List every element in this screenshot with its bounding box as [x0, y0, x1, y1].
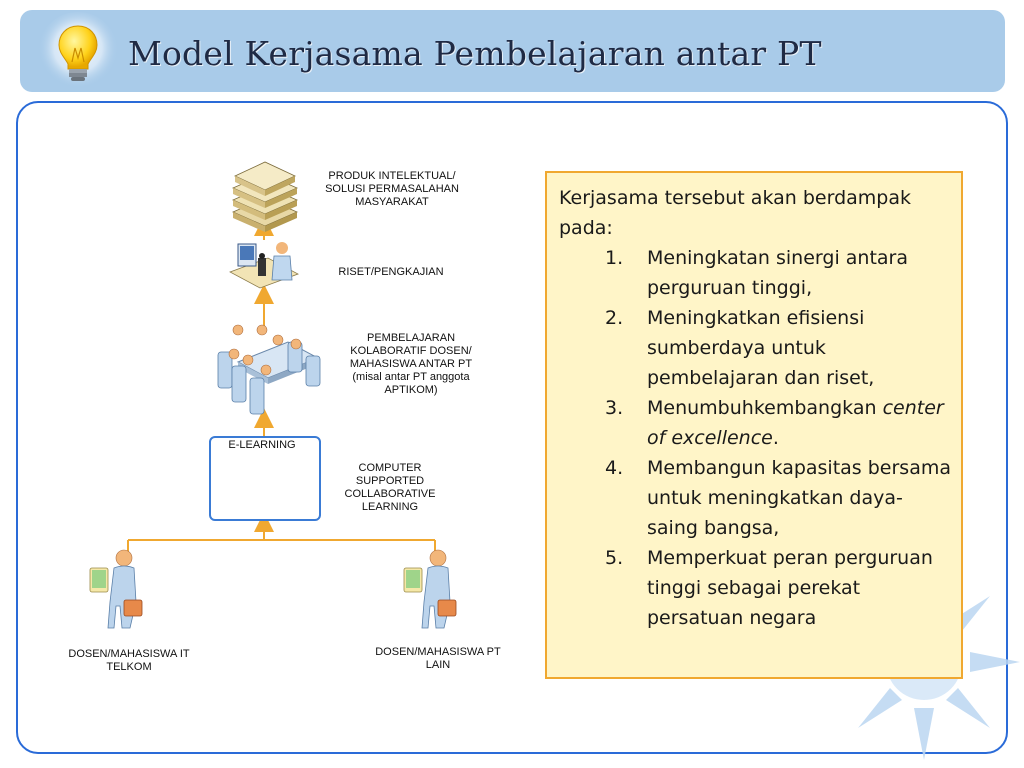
- list-item: 5.Memperkuat peran perguruan tinggi seba…: [605, 547, 933, 629]
- impact-list: 1.Meningkatan sinergi antara perguruan t…: [559, 243, 951, 633]
- meeting-table-icon: [217, 324, 321, 415]
- lightbulb-icon: [38, 12, 118, 92]
- label-elearning: E-LEARNING: [228, 439, 296, 451]
- title-bar: [20, 10, 1005, 92]
- label-pembelajaran: PEMBELAJARAN KOLABORATIF DOSEN/ MAHASISW…: [349, 332, 473, 396]
- researcher-microscope-icon: [229, 242, 299, 289]
- list-item: 3.Menumbuhkembangkan center of excellenc…: [605, 397, 944, 449]
- label-dosen-lain: DOSEN/MAHASISWA PT LAIN: [375, 646, 501, 671]
- person-briefcase-icon: [89, 549, 143, 629]
- list-item: 2.Meningkatkan efisiensi sumberdaya untu…: [605, 307, 875, 389]
- label-produk: PRODUK INTELEKTUAL/ SOLUSI PERMASALAHAN …: [325, 170, 459, 208]
- impact-intro: Kerjasama tersebut akan berdampak pada:: [559, 187, 911, 239]
- label-cscl: COMPUTER SUPPORTED COLLABORATIVE LEARNIN…: [344, 462, 436, 513]
- page-title: Model Kerjasama Pembelajaran antar PT: [128, 34, 822, 73]
- person-briefcase-icon: [403, 549, 457, 629]
- label-riset: RISET/PENGKAJIAN: [338, 266, 444, 278]
- impact-textbox: Kerjasama tersebut akan berdampak pada: …: [545, 171, 963, 679]
- list-item: 1.Meningkatan sinergi antara perguruan t…: [605, 247, 908, 299]
- books-stack-icon: [232, 161, 298, 232]
- list-item: 4.Membangun kapasitas bersama untuk meni…: [605, 457, 951, 539]
- elearning-box: [209, 436, 321, 521]
- label-dosen-telkom: DOSEN/MAHASISWA IT TELKOM: [68, 648, 190, 673]
